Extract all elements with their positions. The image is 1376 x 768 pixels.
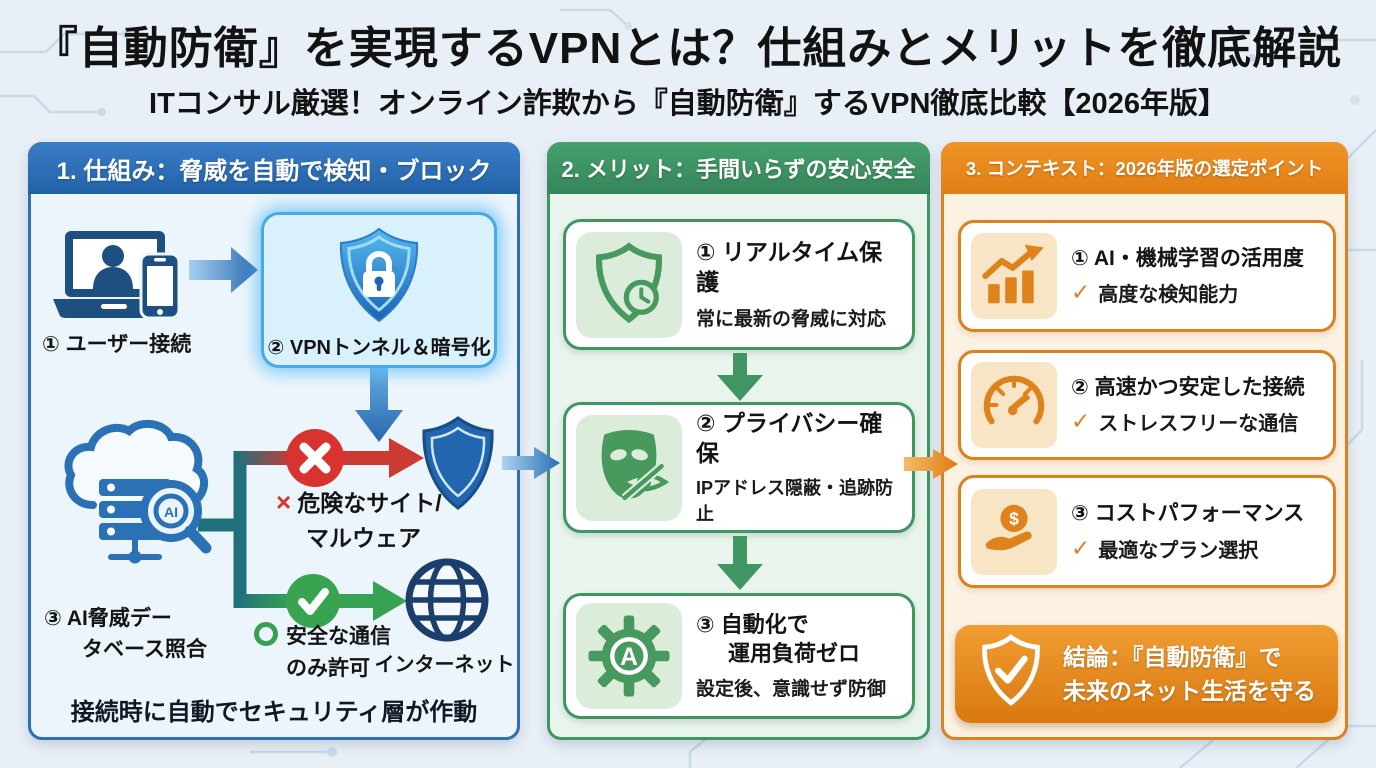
ai-ml-growth-chart-icon [982, 244, 1044, 304]
panel-context-header: 3. コンテキスト：2026年版の選定ポイント [941, 142, 1348, 194]
context-card-title: ③ コストパフォーマンス [1071, 502, 1305, 526]
speed-gauge-icon [983, 375, 1045, 425]
check-icon: ✓ [1071, 408, 1091, 435]
context-card-ai: ① AI・機械学習の活用度 ✓ 高度な検知能力 [958, 220, 1336, 332]
merit-card-privacy: ② プライバシー確保 IPアドレス隠蔽・追跡防止 [563, 402, 915, 533]
internet-label: インターネット [374, 654, 515, 676]
page-title: 『自動防衛』を実現するVPNとは？仕組みとメリットを徹底解説 [33, 24, 1343, 73]
context-card-desc: 最適なプラン選択 [1098, 539, 1259, 562]
junction-lines [198, 451, 247, 608]
ai-db-label: ③ AI脅威デー タベース照合 [44, 603, 207, 665]
merit-card-desc: 常に最新の脅威に対応 [696, 308, 887, 330]
merit-card-automation: A ③ 自動化で 運用負荷ゼロ 設定後、意識せず防御 [563, 593, 915, 719]
allowed-label-line1: 安全な通信 [286, 625, 391, 648]
vpn-down-arrow [355, 368, 403, 442]
blocked-label-line2: マルウェア [306, 525, 421, 551]
check-icon: ✓ [1071, 534, 1091, 561]
vpn-tunnel-box: ② VPNトンネル＆暗号化 [261, 212, 497, 368]
panel-merit-header: 2. メリット：手間いらずの安心安全 [547, 142, 930, 194]
merit-card-title: ② プライバシー確保 [696, 409, 883, 466]
user-connect-label: ① ユーザー接続 [42, 333, 192, 356]
merit-flow-arrow-1 [717, 353, 763, 401]
vpn-shield-lock-icon [339, 227, 419, 323]
automation-gear-icon: A [588, 615, 670, 697]
mechanism-flow-diagram: AI [53, 231, 494, 642]
cost-hand-coin-icon: $ [985, 504, 1032, 550]
merit-card-title: ③ 自動化で [696, 611, 809, 637]
ai-db-label-line2: タベース照合 [82, 638, 207, 661]
context-card-cost: $ ③ コストパフォーマンス ✓ 最適なプラン選択 [958, 475, 1336, 588]
page-subtitle: ITコンサル厳選！オンライン詐欺から『自動防衛』するVPN徹底比較【2026年版… [149, 88, 1227, 120]
context-card-desc: 高度な検知能力 [1098, 284, 1239, 307]
conclusion-line2: 未来のネット生活を守る [1063, 678, 1316, 704]
internet-globe-icon [405, 558, 489, 642]
gear-letter: A [620, 644, 638, 671]
coin-dollar-symbol: $ [1009, 508, 1019, 528]
merit-flow-arrow-2 [717, 536, 763, 590]
merit-card-desc: IPアドレス隠蔽・追跡防止 [696, 478, 894, 525]
merit-to-context-arrow [904, 449, 958, 479]
blocked-x-mark: × [276, 487, 292, 517]
conclusion-shield-check-icon [982, 634, 1040, 706]
merit-card-realtime: ① リアルタイム保護 常に最新の脅威に対応 [563, 219, 915, 350]
context-card-title: ① AI・機械学習の活用度 [1071, 246, 1304, 270]
blocked-x-icon [286, 429, 344, 487]
context-card-desc: ストレスフリーな通信 [1098, 413, 1299, 436]
merit-card-title: ① リアルタイム保護 [696, 239, 883, 295]
allowed-label-line2: のみ許可 [286, 657, 370, 680]
user-devices-icon [53, 231, 181, 320]
merit-card-title2: 運用負荷ゼロ [728, 640, 861, 666]
context-card-speed: ② 高速かつ安定した接続 ✓ ストレスフリーな通信 [958, 350, 1336, 460]
ai-letters: AI [164, 504, 178, 520]
user-to-vpn-arrow [189, 247, 258, 293]
ai-threat-database-icon: AI [64, 419, 212, 564]
allowed-label: 安全な通信 のみ許可 [254, 621, 391, 685]
mechanism-caption: 接続時に自動でセキュリティ層が作動 [70, 699, 478, 726]
allowed-check-icon [286, 574, 340, 628]
blocked-label-line1: 危険なサイト/ [297, 490, 442, 516]
realtime-shield-clock-icon [595, 241, 663, 323]
merit-card-desc: 設定後、意識せず防御 [696, 679, 887, 701]
panel-mechanism-header: 1. 仕組み：脅威を自動で検知・ブロック [28, 142, 520, 194]
conclusion-line1: 結論：『自動防衛』で [1063, 644, 1282, 670]
allowed-circle-mark [254, 622, 278, 646]
vpn-label: ② VPNトンネル＆暗号化 [267, 337, 491, 359]
blocked-label: ×危険なサイト/ マルウェア [276, 486, 442, 556]
check-icon: ✓ [1071, 279, 1091, 306]
mechanism-to-merit-arrow [502, 447, 560, 479]
privacy-mask-icon [601, 429, 670, 501]
protection-shield-icon [422, 416, 494, 510]
ai-db-label-line1: ③ AI脅威デー [44, 607, 172, 630]
context-card-title: ② 高速かつ安定した接続 [1071, 375, 1305, 399]
conclusion-banner: 結論：『自動防衛』で 未来のネット生活を守る [955, 625, 1338, 723]
